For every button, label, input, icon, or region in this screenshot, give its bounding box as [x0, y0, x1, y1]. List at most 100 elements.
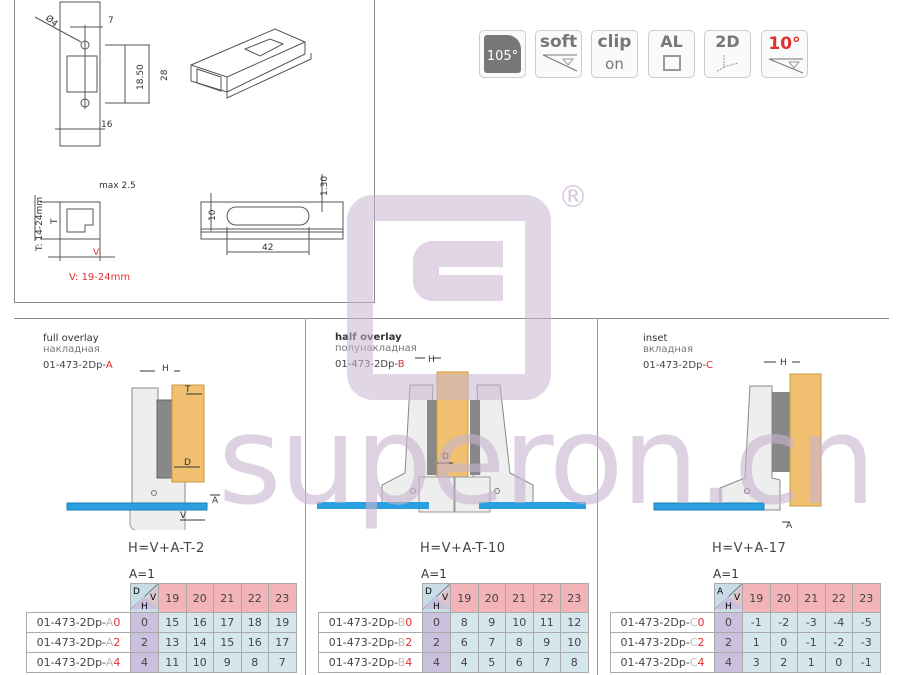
a-value: A=1 [421, 567, 447, 581]
hole-diameter-label: Ø4 [43, 13, 60, 30]
v-mark: V [180, 511, 187, 521]
d-mark: D [442, 452, 449, 462]
d-value-cell: -5 [852, 612, 881, 633]
h-value-cell: 2 [422, 632, 451, 653]
title-en: inset [643, 333, 668, 344]
d-value-cell: 4 [450, 652, 479, 673]
d-value-cell: 6 [505, 652, 534, 673]
d-value-cell: -3 [797, 612, 826, 633]
svg-text:V: V [442, 593, 449, 603]
d-value-cell: 14 [185, 632, 214, 653]
a-value: A=1 [713, 567, 739, 581]
svg-text:H: H [725, 602, 732, 609]
d-value-cell: 15 [213, 632, 242, 653]
model-code-cell: 01-473-2Dp-B2 [318, 632, 423, 653]
inset-heading: inset вкладная 01-473-2Dp-C [643, 333, 713, 371]
formula: H=V+A-T-10 [420, 541, 506, 556]
dim-max-2-5: max 2.5 [99, 181, 136, 191]
h-value-cell: 4 [422, 652, 451, 673]
v-column-header: 20 [769, 583, 798, 613]
full-overlay-diagram: H T D A V [66, 364, 220, 530]
dim-18-50: 18.50 [136, 64, 146, 90]
t-label: T [50, 218, 60, 225]
d-value-cell: 2 [769, 652, 798, 673]
v-column-header: 20 [185, 583, 214, 613]
h-value-cell: 4 [130, 652, 159, 673]
model-code-cell: 01-473-2Dp-B0 [318, 612, 423, 633]
svg-text:H: H [141, 602, 148, 609]
d-value-cell: 13 [158, 632, 187, 653]
2d-adjust-icon: 2D [704, 30, 751, 78]
105-degree-icon: 105° [479, 30, 526, 78]
d-value-cell: 11 [158, 652, 187, 673]
d-value-cell: -4 [824, 612, 853, 633]
title-ru: вкладная [643, 344, 694, 355]
d-value-cell: 6 [450, 632, 479, 653]
svg-text:D: D [133, 587, 140, 597]
d-value-cell: 9 [532, 632, 561, 653]
d-value-cell: 11 [532, 612, 561, 633]
d-value-cell: 1 [797, 652, 826, 673]
title-ru: накладная [43, 344, 100, 355]
dim-28: 28 [160, 69, 170, 81]
t-range-label: T: 14-24mm [35, 197, 45, 252]
model-code: 01-473-2Dp-A [43, 360, 113, 371]
dim-7: 7 [108, 16, 114, 26]
d-value-cell: 7 [477, 632, 506, 653]
d-value-cell: 15 [158, 612, 187, 633]
v-column-header: 23 [268, 583, 297, 613]
title-en: half overlay [335, 332, 402, 343]
d-value-cell: 12 [560, 612, 589, 633]
v-column-header: 21 [797, 583, 826, 613]
a-value: A=1 [129, 567, 155, 581]
model-code-cell: 01-473-2Dp-A2 [26, 632, 131, 653]
model-code-cell: 01-473-2Dp-A4 [26, 652, 131, 673]
d-value-cell: -1 [852, 652, 881, 673]
svg-text:V: V [734, 593, 741, 603]
d-mark: D [184, 458, 191, 468]
d-value-cell: 18 [240, 612, 269, 633]
d-value-cell: 1 [742, 632, 771, 653]
h-mark: H [428, 355, 435, 365]
v-column-header: 19 [742, 583, 771, 613]
v-column-header: 20 [477, 583, 506, 613]
h-value-cell: 0 [714, 612, 743, 633]
d-value-cell: 16 [185, 612, 214, 633]
d-value-cell: 17 [268, 632, 297, 653]
d-value-cell: -2 [769, 612, 798, 633]
formula: H=V+A-17 [712, 541, 787, 556]
d-value-cell: 10 [560, 632, 589, 653]
a-mark: A [786, 521, 793, 530]
h-mark: H [162, 364, 169, 374]
v-column-header: 21 [213, 583, 242, 613]
h-value-cell: 2 [714, 632, 743, 653]
svg-text:H: H [433, 602, 440, 609]
svg-text:V: V [150, 593, 157, 603]
profile-drawings: Ø4 7 18.50 28 16 max 2.5 T: 14-24mm T V … [34, 1, 344, 283]
d-value-cell: 9 [213, 652, 242, 673]
svg-text:A: A [717, 587, 724, 597]
aluminium-frame-icon: AL [648, 30, 695, 78]
d-value-cell: 8 [240, 652, 269, 673]
d-value-cell: -1 [742, 612, 771, 633]
half-overlay-diagram: H D [317, 355, 586, 513]
divider [597, 318, 598, 675]
formula: H=V+A-T-2 [128, 541, 205, 556]
d-value-cell: 19 [268, 612, 297, 633]
d-value-cell: -2 [824, 632, 853, 653]
v-column-header: 22 [532, 583, 561, 613]
